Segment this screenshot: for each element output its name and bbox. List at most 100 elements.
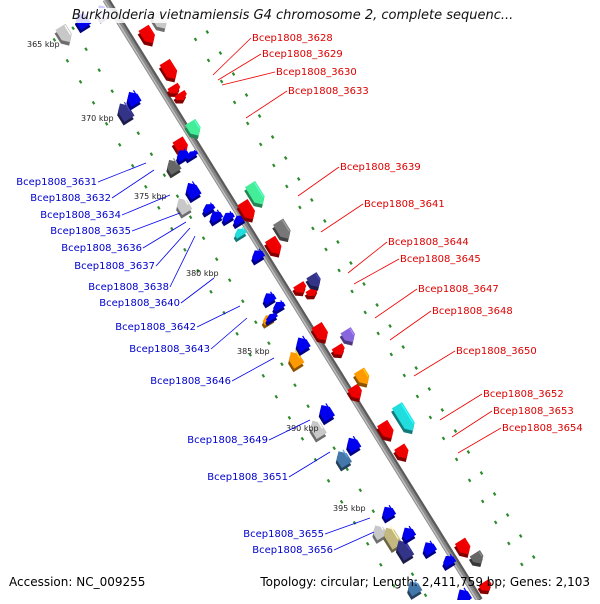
gene-forward[interactable] bbox=[476, 579, 495, 597]
tick-mark bbox=[402, 373, 407, 378]
gene-reverse[interactable] bbox=[418, 539, 438, 560]
gene-label-reverse[interactable]: Bcep1808_3655 bbox=[243, 529, 324, 540]
gene-label-reverse[interactable]: Bcep1808_3649 bbox=[187, 435, 268, 446]
gene-label-reverse[interactable]: Bcep1808_3637 bbox=[74, 261, 155, 272]
gene-forward[interactable] bbox=[330, 343, 349, 361]
gene-forward[interactable] bbox=[172, 90, 190, 107]
gene-reverse[interactable] bbox=[206, 208, 225, 227]
gene-label-forward[interactable]: Bcep1808_3645 bbox=[400, 254, 481, 265]
gene-reverse[interactable] bbox=[331, 448, 353, 472]
gene-label-forward[interactable]: Bcep1808_3652 bbox=[483, 389, 564, 400]
tick-mark bbox=[283, 156, 288, 160]
gene-label-forward[interactable]: Bcep1808_3628 bbox=[252, 33, 333, 44]
gene-reverse[interactable] bbox=[391, 537, 415, 565]
gene-highlight bbox=[172, 158, 178, 165]
gene-reverse[interactable] bbox=[378, 504, 398, 524]
gene-forward[interactable] bbox=[304, 272, 325, 294]
gene-label-reverse[interactable]: Bcep1808_3634 bbox=[40, 210, 121, 221]
tick-mark bbox=[531, 555, 536, 559]
gene-reverse[interactable] bbox=[172, 195, 194, 219]
gene-forward[interactable] bbox=[165, 82, 183, 100]
gene-forward[interactable] bbox=[392, 443, 413, 465]
gene-label-forward[interactable]: Bcep1808_3650 bbox=[456, 346, 537, 357]
gene-forward[interactable] bbox=[345, 383, 366, 406]
tick-mark bbox=[183, 247, 187, 252]
gene-label-forward[interactable]: Bcep1808_3633 bbox=[288, 86, 369, 97]
gene-reverse[interactable] bbox=[122, 89, 143, 111]
gene-forward[interactable] bbox=[453, 537, 475, 561]
tick-mark bbox=[388, 324, 392, 328]
gene-label-reverse[interactable]: Bcep1808_3640 bbox=[99, 298, 180, 309]
gene-label-reverse[interactable]: Bcep1808_3646 bbox=[150, 376, 231, 387]
gene-reverse[interactable] bbox=[199, 201, 217, 218]
gene-reverse[interactable] bbox=[269, 299, 287, 316]
gene-reverse[interactable] bbox=[284, 349, 306, 373]
gene-reverse[interactable] bbox=[113, 100, 136, 126]
gene-label-leader bbox=[142, 221, 187, 249]
gene-highlight bbox=[281, 219, 290, 232]
gene-reverse[interactable] bbox=[342, 435, 363, 457]
gene-forward[interactable] bbox=[468, 550, 488, 570]
gene-forward[interactable] bbox=[235, 199, 259, 226]
tick-mark bbox=[376, 331, 380, 336]
gene-reverse[interactable] bbox=[305, 417, 328, 443]
tick-mark bbox=[453, 429, 458, 433]
gene-forward[interactable] bbox=[136, 24, 159, 50]
gene-forward[interactable] bbox=[183, 118, 205, 142]
gene-reverse[interactable] bbox=[218, 210, 236, 227]
gene-reverse[interactable] bbox=[183, 148, 200, 164]
gene-body bbox=[252, 250, 266, 263]
gene-label-reverse[interactable]: Bcep1808_3631 bbox=[16, 177, 97, 188]
gene-reverse[interactable] bbox=[368, 522, 389, 544]
gene-body bbox=[186, 150, 199, 160]
gene-label-forward[interactable]: Bcep1808_3654 bbox=[502, 423, 583, 434]
gene-reverse[interactable] bbox=[291, 334, 312, 356]
gene-forward[interactable] bbox=[158, 58, 182, 86]
gene-reverse[interactable] bbox=[262, 311, 279, 326]
gene-reverse[interactable] bbox=[398, 524, 418, 545]
gene-highlight bbox=[429, 540, 434, 546]
gene-reverse[interactable] bbox=[231, 226, 249, 243]
gene-forward[interactable] bbox=[53, 23, 76, 49]
gene-label-reverse[interactable]: Bcep1808_3632 bbox=[30, 193, 111, 204]
gene-label-forward[interactable]: Bcep1808_3641 bbox=[364, 199, 445, 210]
gene-label-forward[interactable]: Bcep1808_3639 bbox=[340, 162, 421, 173]
gene-label-forward[interactable]: Bcep1808_3629 bbox=[262, 49, 343, 60]
gene-label-forward[interactable]: Bcep1808_3648 bbox=[432, 306, 513, 317]
gene-forward[interactable] bbox=[291, 281, 310, 299]
gene-forward[interactable] bbox=[390, 402, 419, 437]
gene-label-reverse[interactable]: Bcep1808_3643 bbox=[129, 344, 210, 355]
gene-forward[interactable] bbox=[338, 327, 359, 349]
gene-forward[interactable] bbox=[309, 321, 332, 347]
gene-label-forward[interactable]: Bcep1808_3653 bbox=[493, 406, 574, 417]
gene-forward[interactable] bbox=[243, 180, 269, 211]
gene-label-reverse[interactable]: Bcep1808_3635 bbox=[50, 226, 131, 237]
gene-label-forward[interactable]: Bcep1808_3644 bbox=[388, 237, 469, 248]
gene-reverse[interactable] bbox=[172, 147, 191, 166]
gene-label-forward[interactable]: Bcep1808_3647 bbox=[418, 284, 499, 295]
tick-mark bbox=[410, 572, 415, 577]
gene-reverse[interactable] bbox=[314, 402, 336, 426]
gene-label-forward[interactable]: Bcep1808_3630 bbox=[276, 67, 357, 78]
gene-label-reverse[interactable]: Bcep1808_3636 bbox=[61, 243, 142, 254]
gene-reverse[interactable] bbox=[181, 180, 203, 204]
gene-forward[interactable] bbox=[352, 367, 374, 390]
tick-mark bbox=[130, 163, 135, 168]
gene-highlight bbox=[132, 90, 138, 97]
gene-forward[interactable] bbox=[271, 218, 295, 246]
gene-forward[interactable] bbox=[375, 419, 398, 445]
gene-label-reverse[interactable]: Bcep1808_3651 bbox=[207, 472, 288, 483]
gene-label-leader bbox=[180, 277, 215, 304]
gene-forward[interactable] bbox=[263, 235, 286, 261]
gene-reverse[interactable] bbox=[439, 553, 458, 571]
gene-label-reverse[interactable]: Bcep1808_3638 bbox=[88, 282, 169, 293]
gene-highlight bbox=[270, 291, 274, 296]
gene-label-reverse[interactable]: Bcep1808_3656 bbox=[252, 545, 333, 556]
gene-reverse[interactable] bbox=[403, 578, 424, 600]
gene-body bbox=[346, 437, 362, 453]
gene-highlight bbox=[191, 181, 198, 190]
gene-reverse[interactable] bbox=[259, 290, 278, 309]
gene-label-reverse[interactable]: Bcep1808_3642 bbox=[115, 322, 196, 333]
scale-label: 370 kbp bbox=[81, 114, 114, 123]
gene-reverse[interactable] bbox=[248, 247, 267, 266]
